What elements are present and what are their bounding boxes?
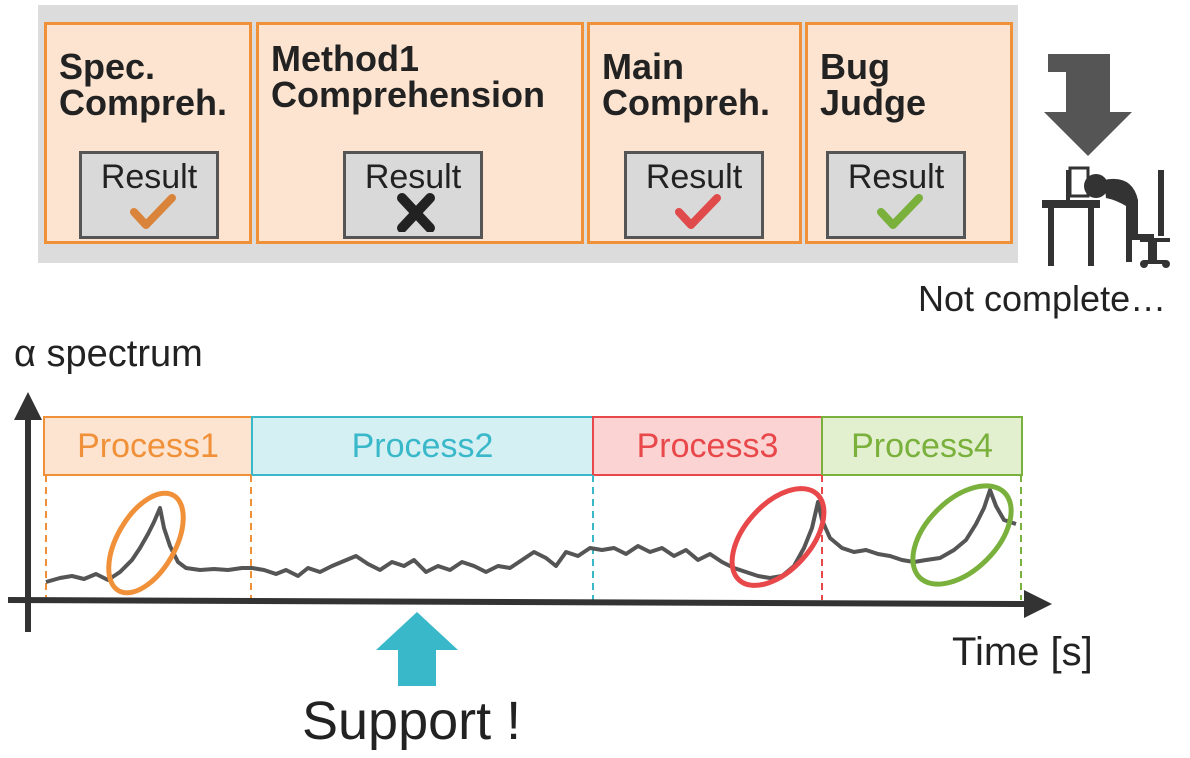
x-axis-arrowhead bbox=[1024, 590, 1052, 618]
cross-icon bbox=[397, 193, 435, 232]
process-label: Process2 bbox=[351, 427, 494, 465]
y-axis-label: α spectrum bbox=[14, 333, 203, 375]
highlight-ellipse bbox=[106, 490, 186, 596]
task-title: Method1 Comprehension bbox=[271, 38, 546, 115]
highlight-ellipse bbox=[910, 483, 1014, 587]
task-bug-judge: Bug Judge Result bbox=[805, 22, 1013, 244]
result-box: Result bbox=[624, 151, 764, 239]
process-label: Process3 bbox=[636, 427, 779, 465]
result-box: Result bbox=[343, 151, 483, 239]
task-title: Main Compreh. bbox=[602, 46, 771, 123]
result-label: Result bbox=[645, 158, 743, 196]
process3-box bbox=[592, 416, 823, 476]
y-axis-arrowhead bbox=[14, 392, 42, 420]
process-label: Process4 bbox=[851, 427, 993, 465]
process1-box bbox=[43, 416, 253, 476]
support-arrow-icon bbox=[376, 612, 458, 686]
result-label: Result bbox=[364, 158, 462, 196]
process4-box bbox=[821, 416, 1023, 476]
result-box: Result bbox=[79, 151, 219, 239]
check-icon bbox=[130, 194, 176, 229]
alpha-signal-line bbox=[45, 488, 1017, 584]
task-method1-comprehension: Method1 Comprehension Result bbox=[256, 22, 584, 244]
highlight-ellipse bbox=[729, 486, 827, 588]
process-label: Process1 bbox=[77, 427, 219, 465]
result-label: Result bbox=[847, 158, 945, 196]
support-text: Support ! bbox=[302, 691, 522, 751]
check-icon bbox=[877, 194, 923, 229]
task-title: Bug Judge bbox=[820, 46, 927, 123]
status-text: Not complete… bbox=[918, 278, 1167, 319]
task-main-comprehension: Main Compreh. Result bbox=[587, 22, 802, 244]
exhausted-worker-icon bbox=[1042, 54, 1170, 268]
result-label: Result bbox=[100, 158, 198, 196]
task-spec-comprehension: Spec. Compreh. Result bbox=[44, 22, 252, 244]
alpha-timeline bbox=[7, 392, 1052, 632]
x-axis bbox=[7, 597, 1029, 607]
result-box: Result bbox=[826, 151, 966, 239]
task-title: Spec. Compreh. bbox=[59, 46, 228, 123]
x-axis-label: Time [s] bbox=[952, 630, 1093, 674]
check-icon bbox=[675, 194, 721, 229]
